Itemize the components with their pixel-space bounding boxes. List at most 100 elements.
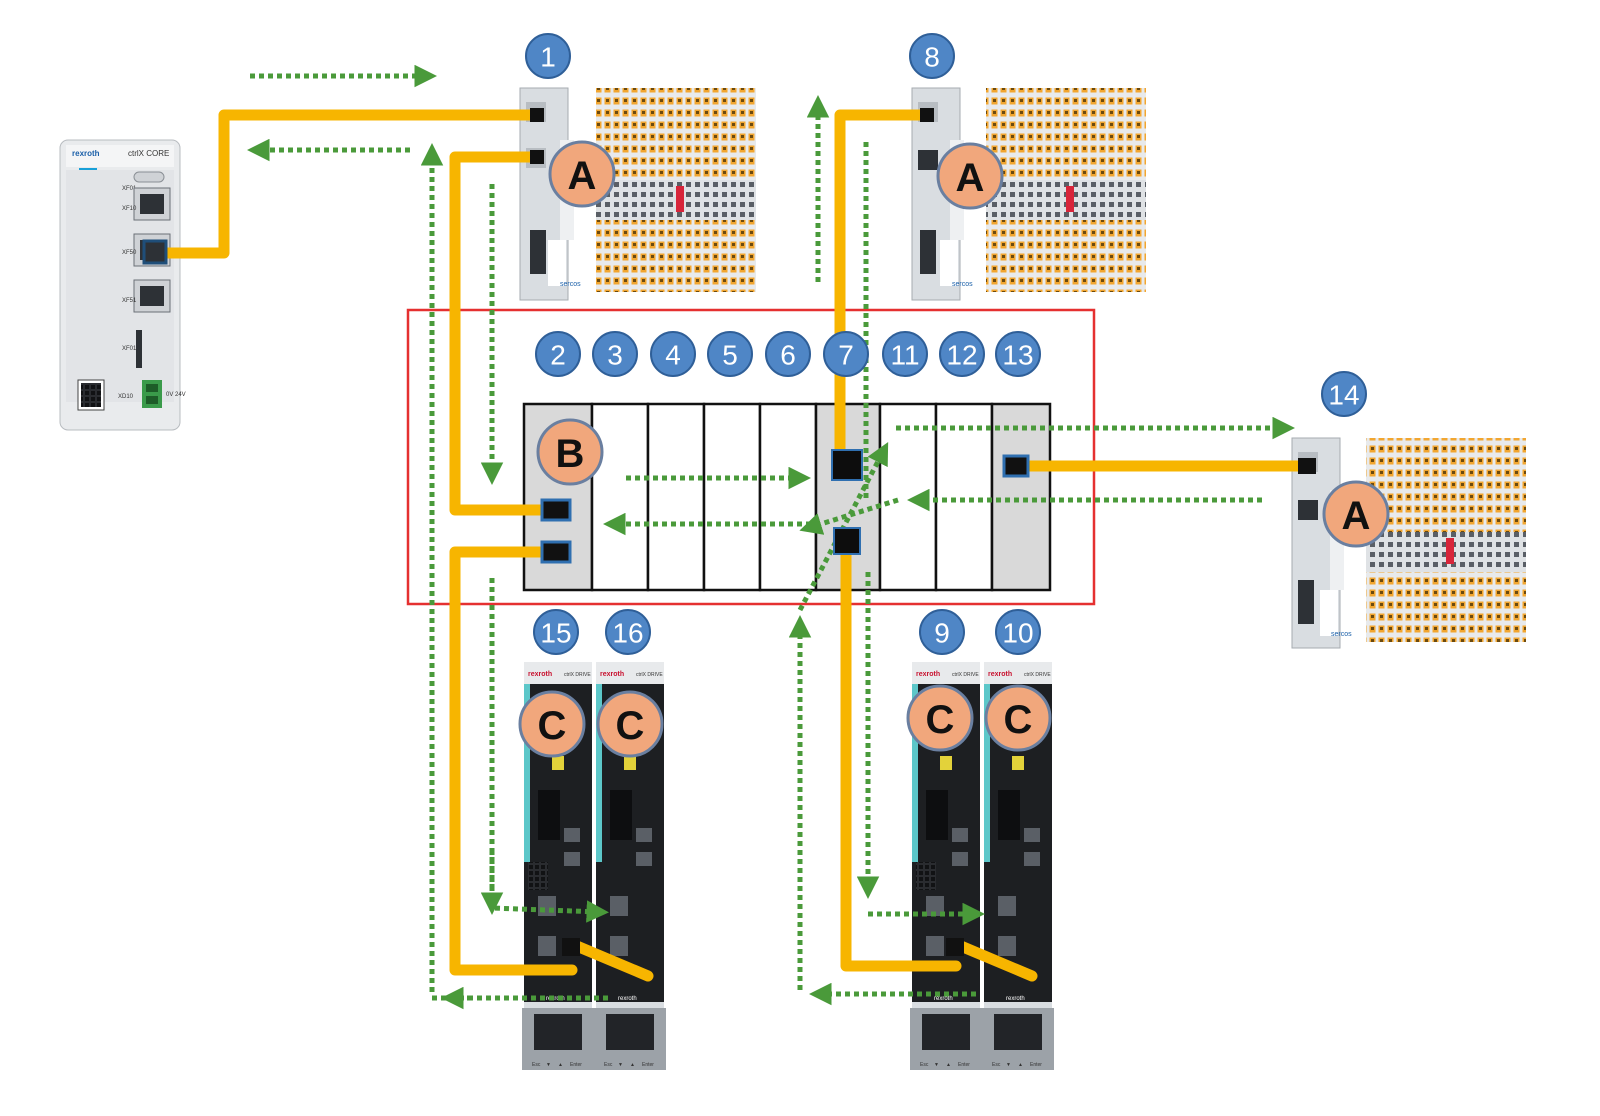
svg-text:A: A	[568, 154, 597, 198]
badge-7: 7	[823, 331, 869, 377]
highlight-box	[406, 308, 1096, 606]
io-module-8: sercos	[911, 87, 1146, 301]
svg-text:8: 8	[924, 42, 940, 73]
svg-text:C: C	[1004, 698, 1033, 742]
drive-10-model: ctrlX DRIVE	[1024, 672, 1051, 678]
drive-16-model: ctrlX DRIVE	[636, 672, 663, 678]
svg-text:7: 7	[838, 340, 854, 371]
svg-text:14: 14	[1328, 380, 1359, 411]
badge-5: 5	[707, 331, 753, 377]
drive-9-key-down: ▼	[934, 1062, 939, 1068]
svg-text:1: 1	[540, 42, 556, 73]
slot-13-port	[1002, 454, 1030, 478]
controller-label-1: XF01	[122, 186, 137, 192]
svg-text:B: B	[556, 432, 585, 476]
io-module-14: sercos	[1291, 437, 1526, 649]
svg-text:10: 10	[1002, 618, 1033, 649]
badge-10: 10	[995, 609, 1041, 655]
drive-10-brand: rexroth	[988, 671, 1012, 678]
badge-9: 9	[919, 609, 965, 655]
drive-10-key-esc: Esc	[992, 1062, 1001, 1068]
io-8-sercos-label: sercos	[952, 281, 973, 288]
rack-slot-6	[758, 402, 818, 592]
drive-10: rexroth ctrlX DRIVE rexroth Esc ▼ ▲ Ente…	[982, 662, 1054, 1070]
badge-14: 14	[1321, 371, 1367, 417]
badge-11: 11	[882, 331, 928, 377]
svg-text:16: 16	[612, 618, 643, 649]
sd-slot	[136, 330, 142, 368]
controller-label-6: XD10	[118, 394, 134, 400]
io-14-port	[1298, 458, 1316, 474]
ctrlx-core-controller: rexroth ctrlX CORE ctrlX CORE XF01 XF10 …	[59, 139, 186, 431]
svg-text:15: 15	[540, 618, 571, 649]
controller-brand: rexroth	[72, 149, 100, 158]
rack-slot-12	[934, 402, 994, 592]
svg-text:6: 6	[780, 340, 796, 371]
io-1-sercos-label: sercos	[560, 281, 581, 288]
qr-code	[81, 383, 101, 407]
badge-12: 12	[939, 331, 985, 377]
io-8-port	[920, 108, 934, 122]
svg-text:11: 11	[890, 340, 919, 371]
io-14-sercos-label: sercos	[1331, 631, 1352, 638]
badge-6: 6	[765, 331, 811, 377]
signal-arrow-to-slot-7	[799, 497, 899, 535]
drive-10-bottom-brand: rexroth	[1006, 996, 1025, 1002]
drive-9-key-enter: Enter	[958, 1062, 970, 1068]
drive-10-key-up: ▲	[1018, 1062, 1023, 1068]
drive-15-key-enter: Enter	[570, 1062, 582, 1068]
svg-text:3: 3	[607, 340, 623, 371]
svg-text:A: A	[956, 156, 985, 200]
svg-text:C: C	[926, 698, 955, 742]
controller-port-xf50	[142, 239, 168, 265]
letter-badge-c-drive16: C	[596, 690, 664, 758]
svg-text:4: 4	[665, 340, 681, 371]
controller-label-4: XF51	[122, 298, 137, 304]
signal-flow	[247, 64, 1295, 1010]
badge-2: 2	[535, 331, 581, 377]
drive-9-port	[946, 938, 964, 956]
drive-16-key-enter: Enter	[642, 1062, 654, 1068]
drive-15-key-esc: Esc	[532, 1062, 541, 1068]
badge-3: 3	[592, 331, 638, 377]
letter-badge-b: B	[536, 418, 604, 486]
controller-model: ctrlX CORE	[128, 149, 169, 158]
drive-9-brand: rexroth	[916, 671, 940, 678]
svg-text:13: 13	[1002, 340, 1033, 371]
slot-7-port-top	[831, 449, 863, 481]
drive-9-key-up: ▲	[946, 1062, 951, 1068]
drive-15-model: ctrlX DRIVE	[564, 672, 591, 678]
svg-text:12: 12	[946, 340, 977, 371]
letter-badge-c-drive15: C	[518, 690, 586, 758]
usb-c-port	[133, 171, 165, 183]
cable-drive-9-to-10	[950, 938, 1038, 982]
drive-10-key-enter: Enter	[1030, 1062, 1042, 1068]
ports	[142, 108, 1316, 956]
controller-label-7: 0V 24V	[166, 392, 186, 398]
cable-controller-to-io1	[146, 109, 542, 259]
drive-9-key-esc: Esc	[920, 1062, 929, 1068]
io-1-port-top	[530, 108, 544, 122]
letter-badge-a-io1: A	[548, 140, 616, 208]
svg-text:C: C	[538, 704, 567, 748]
rack-b-port-bottom	[540, 540, 572, 564]
badge-8: 8	[909, 33, 955, 79]
rack-slot-3	[590, 402, 650, 592]
letter-badge-c-drive9: C	[906, 684, 974, 752]
drive-15-key-down: ▼	[546, 1062, 551, 1068]
cable-slot-7-to-drive-9	[840, 534, 962, 972]
letter-badge-c-drive10: C	[984, 684, 1052, 752]
letter-badges: A A A B C C C C	[518, 140, 1390, 758]
drive-16-bottom-brand: rexroth	[618, 996, 637, 1002]
drive-9-bottom-brand: rexroth	[934, 996, 953, 1002]
controller-label-5: XF01	[122, 346, 137, 352]
drive-15-port	[562, 938, 580, 956]
rack-slot-13	[990, 402, 1052, 592]
rack-slot-11	[878, 402, 938, 592]
drive-16-key-down: ▼	[618, 1062, 623, 1068]
module-rack	[522, 402, 1052, 592]
badge-16: 16	[605, 609, 651, 655]
drive-15-brand: rexroth	[528, 671, 552, 678]
